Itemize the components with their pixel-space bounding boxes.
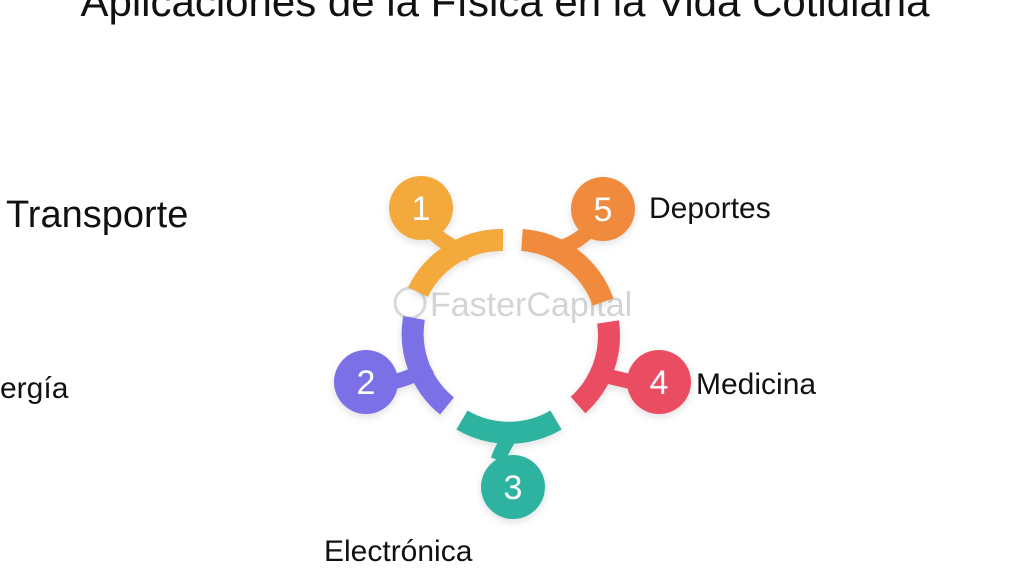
page-title: Aplicaciones de la Física en la Vida Cot… [80,0,930,25]
segment-3-connector [490,428,519,463]
item-1-circle [389,176,453,240]
item-3-circle [481,455,545,519]
item-2-circle [334,350,398,414]
label-energia: ergía [0,372,69,405]
item-5-number: 5 [594,191,613,229]
item-3-number: 3 [504,469,523,507]
segment-4 [570,320,691,414]
item-4-circle [627,350,691,414]
item-5-circle [571,177,635,241]
segment-2-arc [401,316,455,415]
segment-4-arc [570,320,620,414]
segment-5 [520,177,635,306]
item-1-number: 1 [412,190,431,228]
item-4-number: 4 [650,364,669,402]
label-deportes: Deportes [649,192,771,225]
label-electronica: Electrónica [324,535,473,568]
segment-2 [334,316,455,415]
segment-3 [456,410,562,519]
segment-4-connector [592,365,634,390]
label-medicina: Medicina [696,368,817,401]
item-2-number: 2 [357,364,376,402]
label-transporte: Transporte [6,194,189,236]
segment-1 [389,176,504,298]
segment-5-arc [520,229,614,306]
